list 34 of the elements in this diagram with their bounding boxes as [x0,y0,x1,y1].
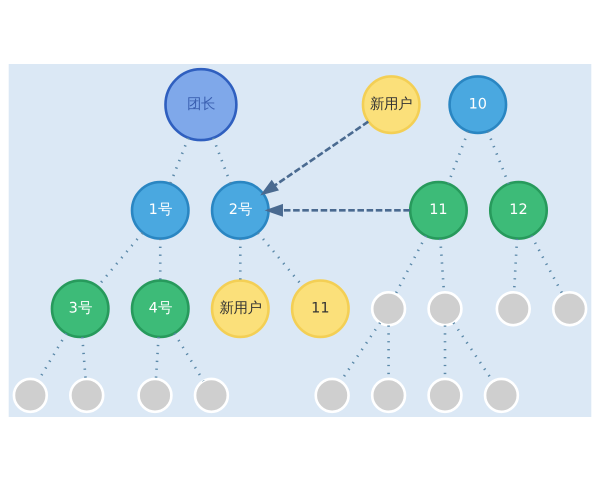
node-circle: 3号 [50,278,110,338]
node-circle [427,290,463,326]
node-circle [69,377,104,413]
node-circle [314,377,350,413]
node-circle: 新用户 [210,278,270,338]
node-circle: 10 [448,74,508,134]
connector [154,336,160,378]
node-circle [484,377,520,413]
connector [212,137,232,184]
connector [168,137,190,184]
node-circle: 团长 [164,67,238,141]
node-circle [137,377,173,413]
node-circle: 1号 [130,180,190,240]
node-circle: 2号 [210,180,270,240]
node-circle [12,377,48,413]
node-circle [370,377,406,413]
node-circle: 4号 [130,278,190,338]
node-circle: 新用户 [362,74,421,134]
node-circle [194,377,230,413]
connector [530,234,564,294]
node-circle [496,290,531,326]
arrow [260,120,370,195]
node-circle [370,290,406,326]
node-circle [552,290,588,326]
node-circle: 11 [408,180,468,240]
arrow [264,203,410,216]
connector [81,336,87,378]
connector [446,130,470,184]
connector [173,332,205,382]
node-circle: 11 [290,278,350,338]
connector [486,130,510,184]
connector [394,234,428,294]
node-circle: 12 [488,180,548,240]
node-circle [427,377,463,413]
